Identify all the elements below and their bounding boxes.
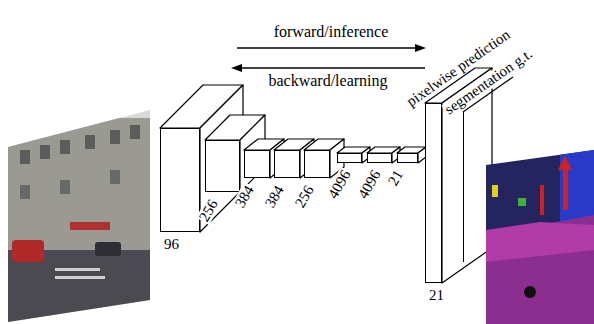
arrow-label: forward/inference [273, 24, 390, 40]
seg-sidewalk [486, 222, 594, 262]
channel-count: 256 [292, 182, 317, 211]
layer-block: 256 [304, 150, 330, 178]
output-plane: segmentation g.t. [463, 112, 465, 262]
photo-car [12, 240, 44, 262]
layer-block: 384 [244, 150, 270, 178]
layer-block: 4096 [337, 153, 362, 163]
arrow-head [231, 64, 242, 72]
channel-count: 21 [428, 288, 445, 303]
seg-person [540, 185, 544, 215]
layer-block: 256 [205, 140, 240, 192]
photo-building [8, 118, 150, 253]
photo-sky [8, 100, 150, 324]
photo-window [20, 150, 30, 164]
seg-object [524, 286, 536, 298]
seg-sign [492, 185, 498, 197]
street-photo [8, 100, 150, 324]
photo-window [40, 145, 50, 159]
photo-window [110, 130, 120, 144]
forward-arrow [237, 47, 418, 48]
photo-window [20, 185, 30, 199]
seg-road [486, 215, 594, 324]
photo-window [130, 125, 140, 139]
seg-person [563, 165, 568, 210]
channel-count: 96 [163, 237, 180, 252]
channel-count: 4096 [355, 167, 384, 202]
channel-count: 384 [262, 182, 287, 211]
plane-label: segmentation g.t. [441, 46, 536, 118]
photo-window [110, 170, 120, 184]
segmentation-map [486, 140, 594, 324]
photo-crosswalk [55, 276, 105, 279]
arrow-head [415, 44, 426, 52]
seg-tree [518, 198, 526, 206]
seg-person [558, 156, 572, 170]
arrow-label: backward/learning [267, 73, 388, 89]
photo-window [60, 140, 70, 154]
layer-block: 4096 [367, 153, 392, 163]
photo-car [95, 242, 121, 256]
backward-arrow [239, 67, 425, 68]
photo-crosswalk [55, 268, 100, 271]
layer-block: 384 [274, 150, 300, 178]
layer-block: 96 [160, 128, 200, 232]
layer-block: 21 [397, 153, 418, 163]
channel-count: 21 [385, 167, 406, 189]
photo-shop-sign [70, 222, 110, 230]
seg-sky-building [486, 140, 594, 324]
output-plane: pixelwise prediction21 [425, 103, 442, 283]
photo-window [85, 135, 95, 149]
photo-window [60, 180, 70, 194]
